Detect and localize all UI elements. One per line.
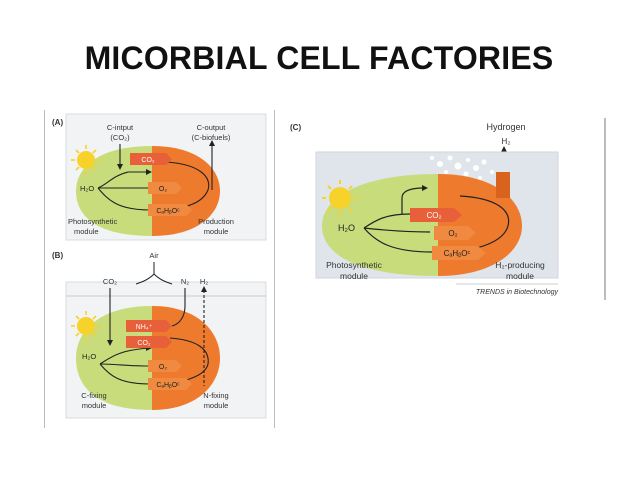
- slide-title: MICORBIAL CELL FACTORIES: [84, 40, 554, 76]
- panel-c: (C) Hydrogen H₂ H₂O CO₂: [290, 122, 559, 296]
- panel-c-right-module-2: module: [506, 271, 534, 281]
- panel-a-o2-box: O₂: [148, 182, 182, 194]
- panel-b-h2: H₂: [200, 277, 208, 286]
- panel-c-right-module-1: H₂-producing: [495, 260, 545, 270]
- panel-b-nh4-box: NH₄⁺: [126, 320, 172, 332]
- panel-a-output-label-1: C-output: [197, 123, 227, 132]
- panel-a-co2-box: CO₂: [130, 153, 172, 165]
- panel-b-carb-box: CₐHᵦOᶜ: [148, 378, 192, 390]
- panel-b-label: (B): [52, 251, 63, 260]
- panel-b-left-module-2: module: [82, 401, 107, 410]
- svg-text:O₂: O₂: [159, 364, 167, 371]
- panel-a-input-label-2: (CO₂): [110, 133, 130, 142]
- panel-c-carb-box: CₐHᵦOᶜ: [432, 246, 486, 260]
- svg-text:NH₄⁺: NH₄⁺: [136, 324, 153, 331]
- panel-a-left-module-2: module: [74, 227, 99, 236]
- panel-b-right-module-2: module: [204, 401, 229, 410]
- panel-c-h2: H₂: [502, 137, 511, 146]
- frame-line-right: [604, 118, 606, 300]
- panel-a-input-label-1: C-intput: [107, 123, 134, 132]
- panel-b-left-module-1: C-fixing: [81, 391, 106, 400]
- svg-text:CₐHᵦOᶜ: CₐHᵦOᶜ: [156, 208, 180, 215]
- panel-c-o2-box: O₂: [434, 226, 476, 240]
- panel-c-vent: [496, 172, 510, 198]
- panel-a-carb-box: CₐHᵦOᶜ: [148, 204, 192, 216]
- svg-text:CO₂: CO₂: [137, 340, 151, 347]
- panel-c-co2-box: CO₂: [410, 208, 462, 222]
- panel-c-left-module-1: Photosynthetic: [326, 260, 383, 270]
- panel-b-o2-box: O₂: [148, 360, 182, 372]
- panel-c-credit: TRENDS in Biotechnology: [476, 289, 559, 296]
- panel-b-co2-top: CO₂: [103, 277, 117, 286]
- panel-a-output-label-2: (C-biofuels): [192, 133, 231, 142]
- panel-c-bubbles: [430, 155, 494, 180]
- frame-line-mid: [274, 110, 275, 428]
- panel-a: (A) C-intput (CO₂) C-output (C-biofuels)…: [52, 113, 267, 241]
- frame-line-left: [44, 110, 45, 428]
- panel-c-label: (C): [290, 123, 301, 132]
- panel-c-sun-icon: [322, 180, 358, 216]
- panel-a-right-module-2: module: [204, 227, 229, 236]
- panel-c-h2o: H₂O: [338, 223, 355, 233]
- svg-text:O₂: O₂: [448, 229, 457, 238]
- panel-a-left-module-1: Photosynthetic: [68, 217, 117, 226]
- panel-b-h2o: H₂O: [82, 352, 96, 361]
- svg-text:CO₂: CO₂: [426, 211, 441, 220]
- panel-c-hydrogen: Hydrogen: [486, 122, 525, 132]
- svg-text:CₐHᵦOᶜ: CₐHᵦOᶜ: [156, 382, 180, 389]
- panel-b-n2: N₂: [181, 277, 189, 286]
- svg-text:CO₂: CO₂: [141, 157, 155, 164]
- panel-c-left-module-2: module: [340, 271, 368, 281]
- panel-a-sun-icon: [71, 145, 101, 175]
- panel-a-right-module-1: Production: [198, 217, 234, 226]
- panel-b-sun-icon: [71, 311, 101, 341]
- panel-b-co2-box: CO₂: [126, 336, 172, 348]
- panel-a-h2o: H₂O: [80, 184, 94, 193]
- panel-b-right-module-1: N-fixing: [203, 391, 228, 400]
- svg-text:CₐHᵦOᶜ: CₐHᵦOᶜ: [444, 249, 471, 258]
- panel-a-label: (A): [52, 118, 63, 127]
- svg-text:O₂: O₂: [159, 186, 167, 193]
- panel-b-air: Air: [149, 251, 159, 260]
- panel-b: (B) Air CO₂ N₂ H₂ NH₄⁺: [52, 251, 267, 419]
